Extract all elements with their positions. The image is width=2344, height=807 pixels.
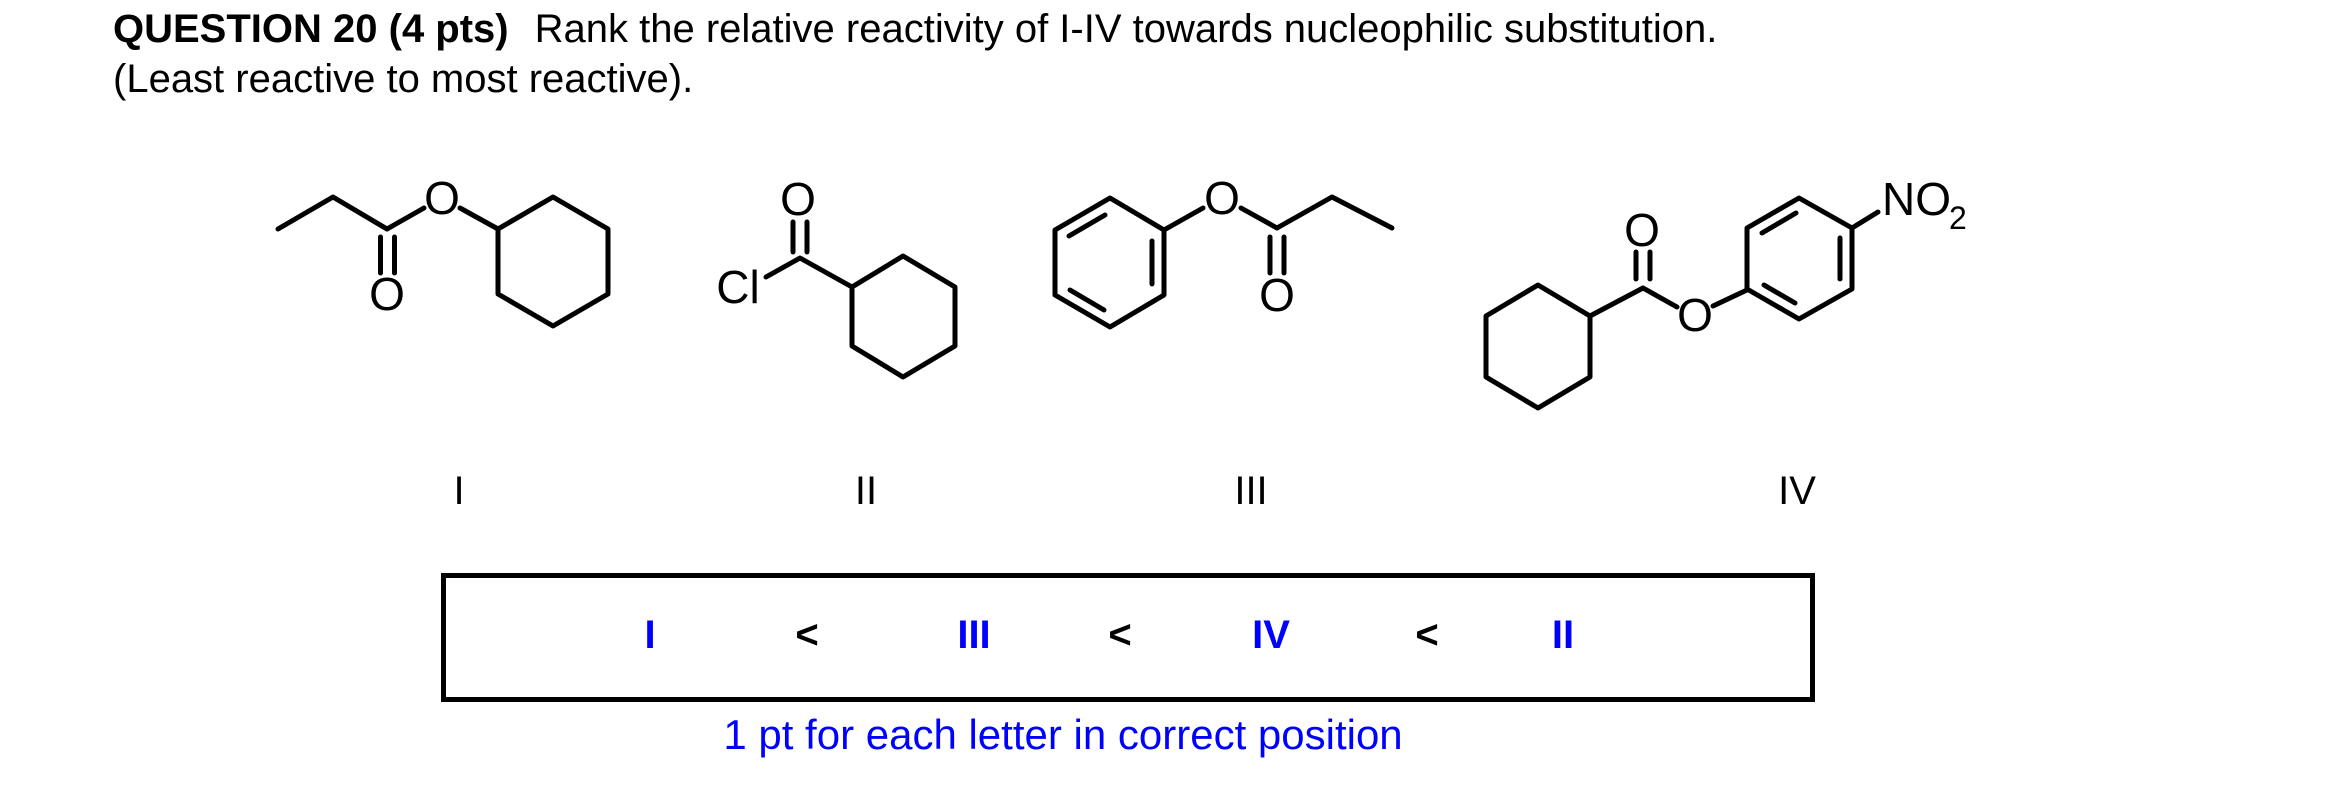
atom-label-carbonyl-o: O [1624, 204, 1660, 256]
less-than-sign: < [1415, 613, 1439, 657]
o-to-phenyl-bond [1710, 287, 1750, 309]
answer-rank-1: I [644, 613, 656, 657]
grading-note: 1 pt for each letter in correct position [723, 711, 1403, 758]
benzene-ring [1052, 195, 1167, 330]
atom-label-carbonyl-o: O [780, 173, 816, 225]
question-heading-line1: QUESTION 20 (4 pts) Rank the relative rea… [113, 4, 1717, 54]
structure-label-ii: II [854, 469, 878, 513]
atom-label-cl: Cl [716, 261, 759, 313]
atom-label-carbonyl-o: O [369, 268, 405, 320]
c-to-ester-o-bond [384, 205, 427, 232]
benzene-ring [1744, 195, 1855, 322]
cyclohexane-ring [849, 253, 958, 380]
aromatic-inner-bond [1761, 282, 1798, 306]
cyclohexane-ring [495, 194, 611, 329]
question-prompt: Rank the relative reactivity of I-IV tow… [534, 7, 1718, 51]
question-heading: QUESTION 20 (4 pts) Rank the relative rea… [113, 4, 1717, 104]
atom-label-carbonyl-o: O [1259, 269, 1295, 321]
c-to-ester-o-bond [1640, 285, 1680, 310]
atom-label-ester-o: O [1204, 172, 1240, 224]
answer-rank-4: II [1551, 613, 1575, 657]
atom-label-ester-o: O [424, 172, 460, 224]
structure-ii-drawing: O Cl [716, 173, 958, 380]
question-prompt-line2: (Least reactive to most reactive). [113, 57, 694, 101]
cyclohexane-ring [1483, 282, 1593, 411]
less-than-sign: < [795, 613, 819, 657]
answer-rank-2: III [957, 613, 991, 657]
less-than-sign: < [1108, 613, 1132, 657]
aromatic-inner-bond [1067, 287, 1107, 313]
question-number-points: QUESTION 20 (4 pts) [113, 7, 509, 51]
structure-label-i: I [453, 469, 465, 513]
answer-rank-3: IV [1252, 613, 1290, 657]
aromatic-inner-bond [1759, 210, 1799, 236]
structure-iii-drawing: O O [1052, 172, 1395, 330]
atom-label-ester-o: O [1677, 289, 1713, 341]
structure-iv-drawing: O O NO 2 [1483, 173, 1967, 411]
ring-to-no2-bond [1849, 209, 1881, 231]
ring-to-o-bond [1161, 205, 1206, 233]
atom-label-no2-subscript: 2 [1949, 200, 1967, 236]
ethyl-chain-bond [275, 194, 390, 232]
ethyl-chain-bond [1274, 194, 1395, 231]
answer-box [441, 573, 1815, 702]
structure-label-iv: IV [1778, 469, 1816, 513]
o-to-c-bond [1238, 205, 1280, 231]
atom-label-no2: NO [1882, 173, 1951, 225]
o-to-ring-bond [457, 205, 501, 232]
cl-c-ring-bonds [763, 255, 855, 290]
ring-to-c-bond [1587, 285, 1646, 319]
aromatic-inner-bond [1066, 212, 1108, 239]
structure-i-drawing: O O [275, 172, 611, 329]
structure-label-iii: III [1234, 469, 1268, 513]
